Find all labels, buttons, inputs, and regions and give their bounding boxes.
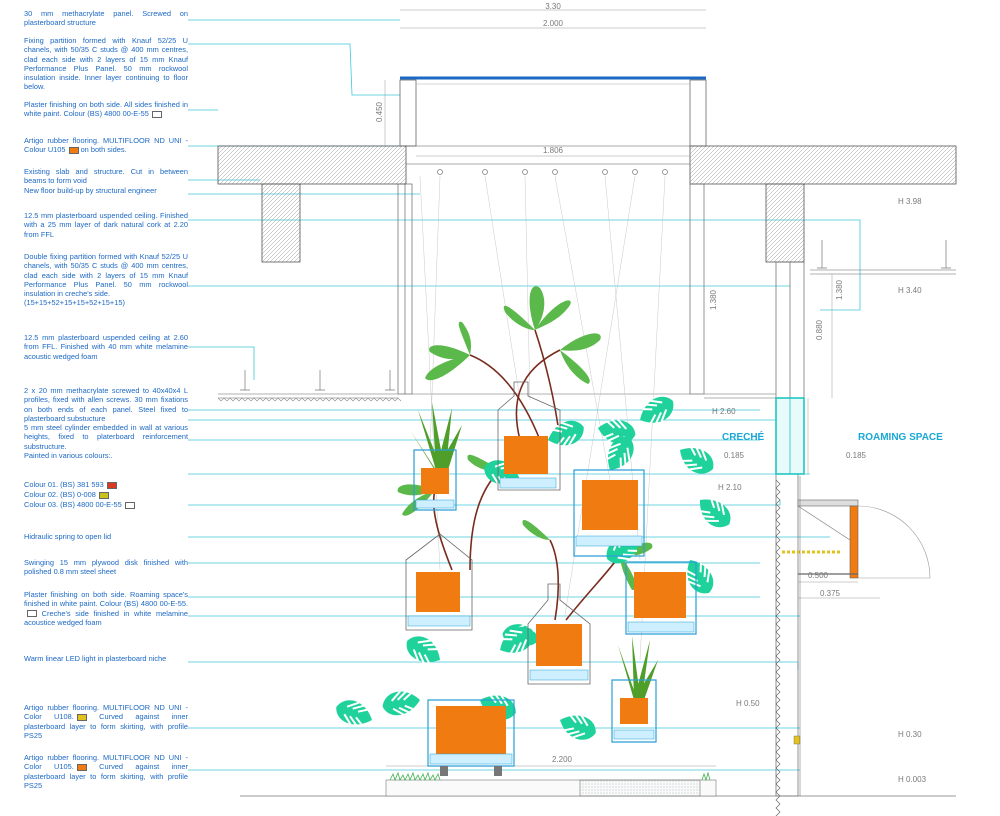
note-colour-01: Colour 01. (BS) 381 593: [24, 480, 188, 489]
dim-1-380-right: 1.380: [835, 279, 844, 300]
dim-0-880: 0.880: [815, 319, 824, 340]
annotation-column: 30 mm methacrylate panel. Screwed on pla…: [0, 0, 200, 816]
note-rubber-flooring-u108: Artigo rubber flooring. MULTIFLOOR ND UN…: [24, 703, 189, 740]
note-rubber-flooring-top: Artigo rubber flooring. MULTIFLOOR ND UN…: [24, 136, 188, 155]
colour-swatch: [98, 491, 109, 499]
note-colour-02: Colour 02. (BS) 0-008: [24, 490, 188, 499]
plant-stems: [432, 329, 621, 621]
note-methacrylate-panel: 30 mm methacrylate panel. Screwed on pla…: [24, 9, 188, 28]
planter-6: [527, 583, 591, 685]
ceiling-hangers: [240, 169, 951, 391]
planter-8: [427, 699, 515, 776]
colour-swatch: [151, 110, 162, 118]
dim-1-806: 1.806: [543, 146, 564, 155]
note-double-partition: Double fixing partition formed with Knau…: [24, 252, 188, 308]
note-acoustic-ceiling: 12.5 mm plasterboard uspended ceiling at…: [24, 333, 188, 361]
dim-2-200: 2.200: [552, 755, 573, 764]
colour-swatch: [76, 713, 87, 721]
level-3-40: H 3.40: [898, 286, 922, 295]
note-cork-ceiling: 12.5 mm plasterboard uspended ceiling. F…: [24, 211, 188, 239]
dim-0-375: 0.375: [820, 589, 841, 598]
dim-2-000: 2.000: [543, 19, 564, 28]
level-3-98: H 3.98: [898, 197, 922, 206]
skirting-details: [793, 476, 801, 796]
level-0-30: H 0.30: [898, 730, 922, 739]
level-2-60: H 2.60: [712, 407, 736, 416]
note-swinging-disk: Swinging 15 mm plywood disk finished wit…: [24, 558, 188, 577]
dim-0-450: 0.450: [375, 101, 384, 122]
note-plaster-roaming: Plaster finishing on both side. Roaming …: [24, 590, 188, 627]
note-led-light: Warm linear LED light in plasterboard ni…: [24, 654, 167, 663]
left-partition: [397, 183, 413, 395]
ceilings: [217, 269, 956, 402]
upper-void: [399, 76, 707, 147]
planter-7: [611, 679, 657, 743]
level-0-003: H 0.003: [898, 775, 927, 784]
dim-0-185-left: 0.185: [724, 451, 745, 460]
leader-lines: [188, 19, 861, 771]
colour-swatch: [76, 763, 87, 771]
dimension-lines: [384, 9, 880, 767]
note-hydraulic-spring: Hidraulic spring to open lid: [24, 532, 112, 541]
planter-5: [625, 561, 697, 635]
planter-1: [413, 449, 457, 511]
slab-structure: [217, 145, 957, 263]
level-0-50: H 0.50: [736, 699, 760, 708]
dim-0-185-right: 0.185: [846, 451, 867, 460]
room-labels: CRECHÉ ROAMING SPACE: [722, 430, 943, 443]
planter-4: [405, 533, 473, 631]
note-rubber-flooring-u105: Artigo rubber flooring. MULTIFLOOR ND UN…: [24, 753, 189, 790]
planter-boxes: [405, 381, 697, 776]
note-plaster-finishing: Plaster finishing on both side. All side…: [24, 100, 188, 119]
dim-0-500: 0.500: [808, 571, 829, 580]
floor: [240, 771, 956, 797]
note-methacrylate-screwed: 2 x 20 mm methacrylate screwed to 40x40x…: [24, 386, 188, 461]
planter-2: [497, 381, 561, 491]
colour-swatch: [68, 146, 79, 154]
window-panel: [775, 397, 805, 475]
colour-swatch: [124, 501, 135, 509]
swinging-door: [782, 499, 931, 579]
planter-3: [573, 469, 645, 557]
spiky-plant-bottom: [618, 636, 658, 700]
note-existing-slab: Existing slab and structure. Cut in betw…: [24, 167, 188, 195]
room-roaming-space: ROAMING SPACE: [858, 432, 943, 443]
room-creche: CRECHÉ: [722, 430, 765, 443]
note-colour-03: Colour 03. (BS) 4800 00-E-55: [24, 500, 188, 509]
spiky-plant-top: [410, 402, 462, 472]
dim-1-380: 1.380: [709, 289, 718, 310]
colour-swatch: [27, 610, 37, 618]
dimension-labels: 3.30 2.000 0.450 1.806 1.380 0.880 1.380…: [375, 2, 867, 764]
note-fixing-partition: Fixing partition formed with Knauf 52/25…: [24, 36, 188, 92]
level-2-10: H 2.10: [718, 483, 742, 492]
colour-swatch: [106, 481, 117, 489]
level-markers: H 3.98 H 3.40 H 2.60 H 2.10 H 0.50 H 0.3…: [712, 197, 927, 784]
dim-3-30: 3.30: [545, 2, 561, 11]
